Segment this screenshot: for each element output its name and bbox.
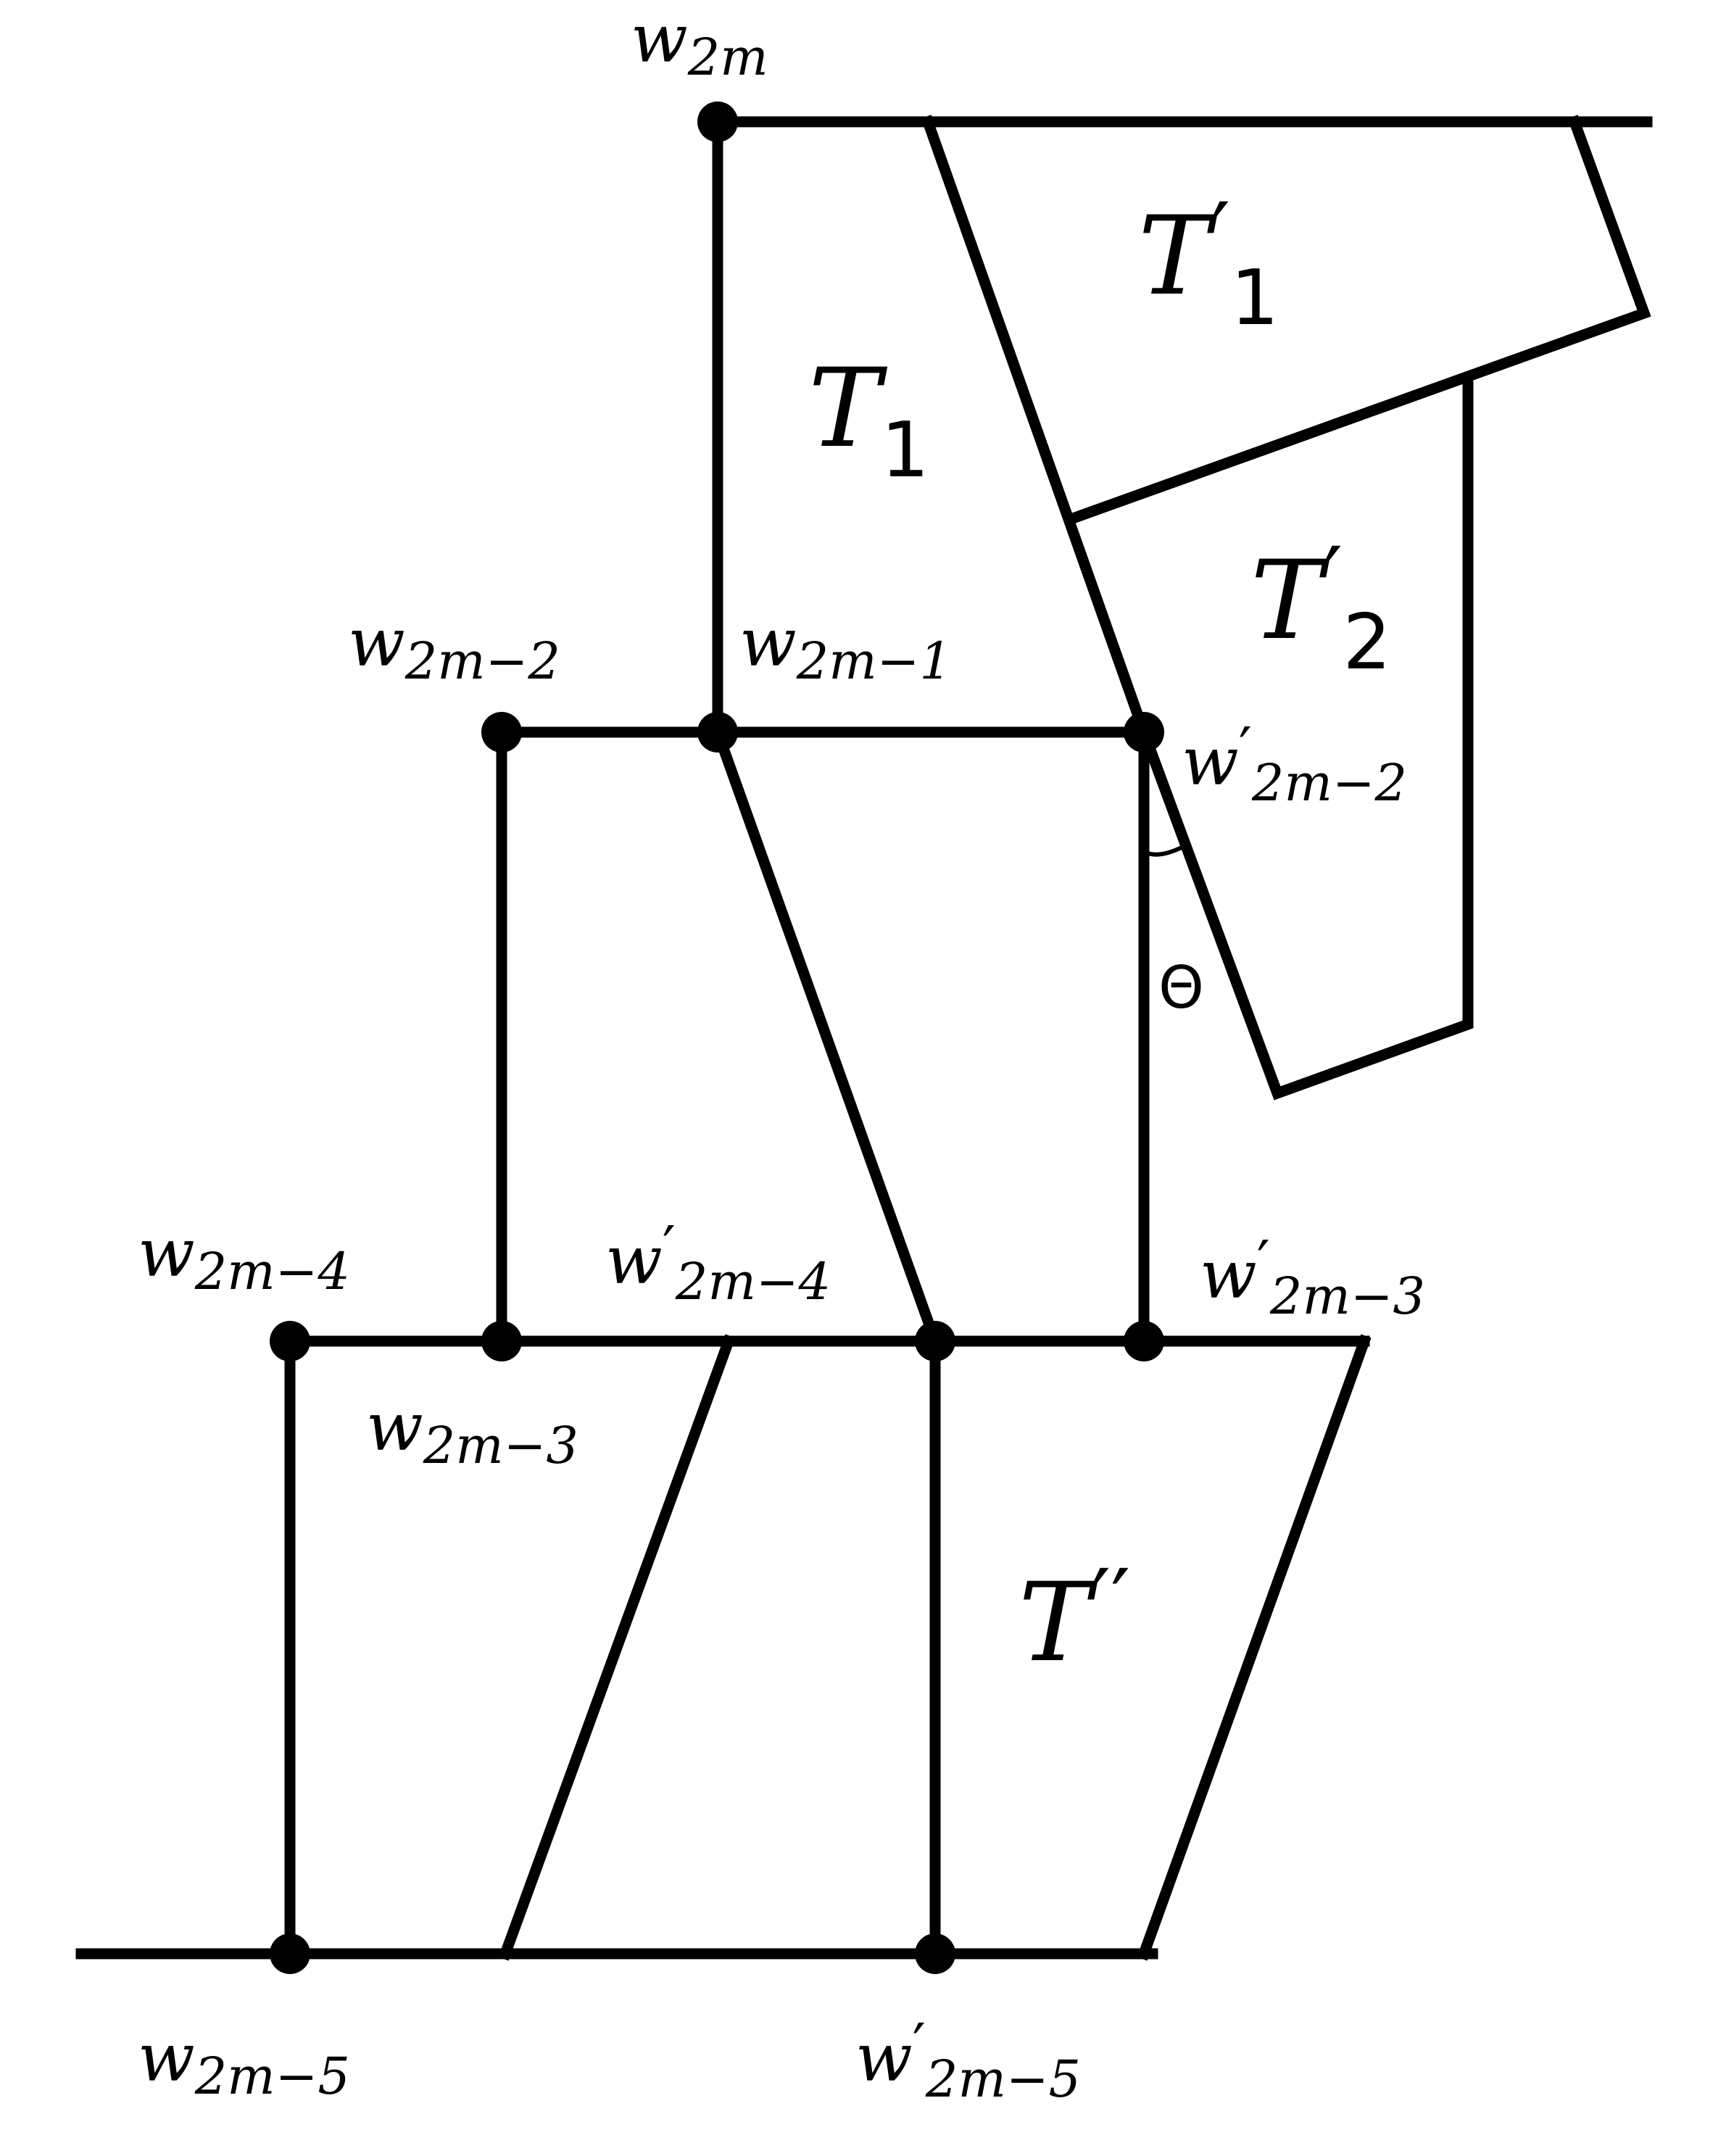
- theta-angle-arc: [1142, 845, 1185, 857]
- vertex-dot-w2m-4: [270, 1321, 310, 1361]
- vertex-dot-w2m: [697, 101, 738, 142]
- theta-angle-label: Θ: [1158, 954, 1204, 1021]
- vertex-label-wp2m-4: w′2m−4: [605, 1214, 831, 1311]
- vertex-dots: [270, 101, 1164, 1974]
- vertex-dot-wp2m-5: [915, 1933, 955, 1974]
- vertex-dot-wp2m-2: [1124, 712, 1164, 752]
- vertex-dot-w2m-5: [270, 1933, 310, 1974]
- vertex-label-w2m: w2m: [631, 0, 768, 87]
- region-label-T1: T1: [808, 346, 929, 494]
- vertex-label-wp2m-2: w′2m−2: [1182, 715, 1407, 813]
- region-label-Tpp: T′′: [1019, 1551, 1131, 1686]
- vertex-dot-wp2m-4: [915, 1321, 955, 1361]
- vertex-labels: w2m w2m−1 w2m−2 w2m−3 w2m−4 w2m−5 w′2m−2…: [138, 0, 1425, 2109]
- vertex-dot-w2m-2: [481, 712, 522, 752]
- vertex-dot-w2m-1: [697, 712, 738, 752]
- vertex-label-w2m-2: w2m−2: [348, 604, 560, 691]
- t1p-outline: [1066, 115, 1651, 526]
- vertex-dot-wp2m-3: [1124, 1321, 1164, 1361]
- tpp-right-slanted-edge: [1137, 1334, 1372, 1961]
- edge-w2m-1-wp2m-4: [710, 725, 942, 1348]
- t1-slanted-edge: [921, 115, 1151, 739]
- region-labels: T1 T′1 T′2 T′′: [808, 185, 1391, 1686]
- vertex-label-wp2m-5: w′2m−5: [855, 2011, 1081, 2109]
- vertex-dot-w2m-3: [481, 1321, 522, 1361]
- vertex-label-wp2m-3: w′2m−3: [1200, 1228, 1425, 1326]
- vertex-label-w2m-5: w2m−5: [138, 2019, 350, 2106]
- lower-slanted-edge: [498, 1334, 736, 1961]
- vertex-label-w2m-4: w2m−4: [138, 1214, 350, 1301]
- region-label-T2p: T′2: [1250, 529, 1391, 687]
- region-label-T1p: T′1: [1138, 185, 1279, 342]
- edges: [75, 115, 1653, 1961]
- vertex-label-w2m-3: w2m−3: [366, 1388, 578, 1475]
- vertex-label-w2m-1: w2m−1: [739, 604, 952, 691]
- t2p-outline: [1137, 375, 1474, 1100]
